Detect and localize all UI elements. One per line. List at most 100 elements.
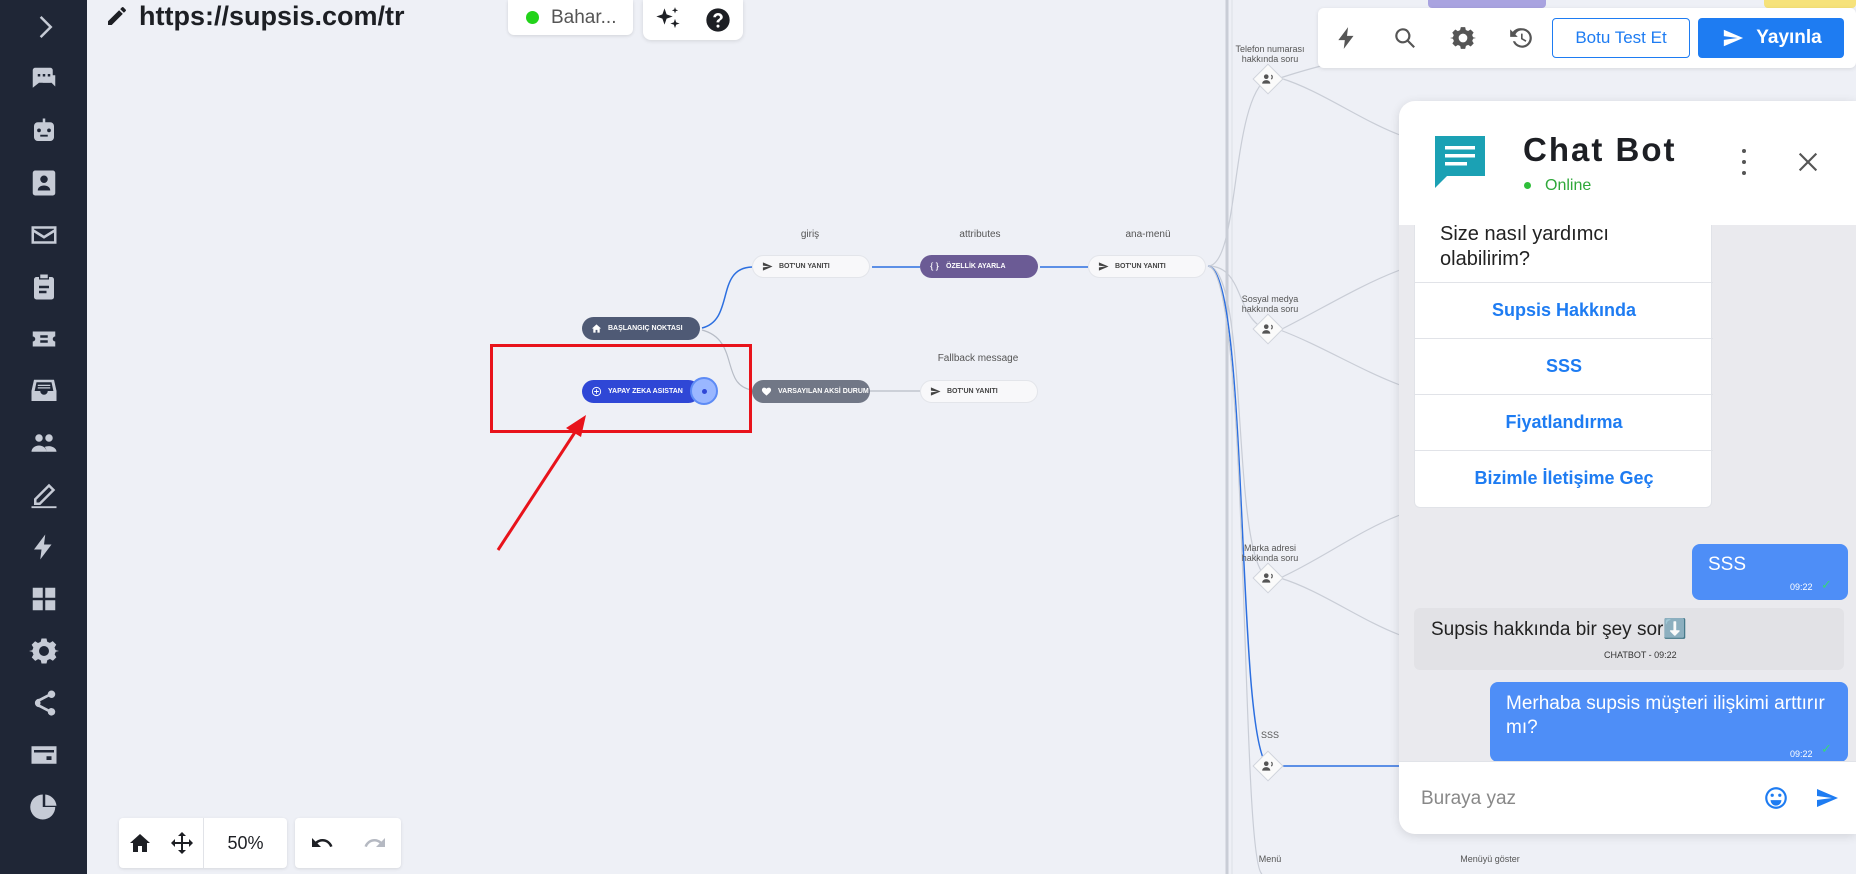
- send-icon: [1098, 262, 1109, 271]
- lightning-icon: [1338, 27, 1354, 49]
- bot-reply-node-1[interactable]: BOT'UN YANITI: [752, 255, 870, 278]
- more-options-icon[interactable]: [1739, 149, 1749, 175]
- reports-icon[interactable]: [0, 785, 87, 829]
- send-icon: [1724, 29, 1744, 47]
- chat-logo-icon: [1435, 136, 1485, 188]
- home-icon: [130, 834, 150, 852]
- page-url-title[interactable]: https://supsis.com/tr: [105, 0, 405, 32]
- environment-selector[interactable]: Bahar...: [508, 0, 633, 35]
- close-icon[interactable]: [1795, 149, 1821, 175]
- user-speak-icon: [1262, 74, 1273, 84]
- pan-button[interactable]: [161, 818, 203, 868]
- set-attribute-node[interactable]: ÖZELLİK AYARLA: [920, 255, 1038, 278]
- start-node[interactable]: BAŞLANGIÇ NOKTASI: [582, 317, 700, 340]
- option-supsis-hakkinda[interactable]: Supsis Hakkında: [1415, 282, 1713, 338]
- inbox-icon[interactable]: [0, 369, 87, 413]
- step-label-fallback: Fallback message: [937, 353, 1019, 364]
- online-status: Online: [1545, 177, 1592, 194]
- chat-messages[interactable]: Size nasıl yardımcı olabilirim? Supsis H…: [1399, 225, 1856, 761]
- message-meta: CHATBOT - 09:22: [1604, 650, 1677, 660]
- expand-chevron-icon[interactable]: [0, 5, 87, 49]
- message-text: Supsis hakkında bir şey sor⬇️: [1431, 619, 1687, 640]
- default-fallback-label: VARSAYILAN AKSİ DURUM: [778, 388, 869, 395]
- history-icon: [1510, 28, 1532, 48]
- user-speak-icon: [1262, 324, 1273, 334]
- option-iletisim[interactable]: Bizimle İletişime Geç: [1415, 450, 1713, 506]
- forms-icon[interactable]: [0, 265, 87, 309]
- branch-label-menu: Menü: [1258, 854, 1282, 864]
- search-button[interactable]: [1376, 8, 1434, 68]
- automation-icon[interactable]: [0, 525, 87, 569]
- top-tab-decoration: [1428, 0, 1546, 8]
- menu-question: Size nasıl yardımcı olabilirim?: [1440, 225, 1609, 270]
- bot-reply-node-2[interactable]: BOT'UN YANITI: [1088, 255, 1206, 278]
- team-icon[interactable]: [0, 421, 87, 465]
- bot-message: Supsis hakkında bir şey sor⬇️ CHATBOT - …: [1414, 608, 1844, 670]
- url-text: https://supsis.com/tr: [139, 0, 405, 31]
- connection-port[interactable]: [690, 377, 718, 405]
- chat-bubbles-icon[interactable]: [0, 57, 87, 101]
- canvas-tools: [643, 0, 743, 40]
- home-button[interactable]: [119, 818, 161, 868]
- emoji-icon[interactable]: [1763, 785, 1789, 811]
- move-icon: [171, 832, 193, 854]
- dashboard-icon[interactable]: [0, 577, 87, 621]
- billing-icon[interactable]: [0, 733, 87, 777]
- test-bot-button[interactable]: Botu Test Et: [1552, 18, 1690, 58]
- search-icon: [1395, 28, 1415, 48]
- step-label-menuyu-goster: Menüyü göster: [1460, 854, 1520, 864]
- top-toolbar: Botu Test Et Yayınla: [1318, 8, 1856, 68]
- undo-button[interactable]: [295, 818, 348, 868]
- mail-icon[interactable]: [0, 213, 87, 257]
- publish-label: Yayınla: [1756, 27, 1822, 48]
- bot-reply-node-3[interactable]: BOT'UN YANITI: [920, 380, 1038, 403]
- undo-icon: [311, 838, 332, 847]
- divider: [203, 818, 204, 868]
- default-fallback-node[interactable]: VARSAYILAN AKSİ DURUM: [752, 380, 870, 403]
- message-text: Merhaba supsis müşteri ilişkimi arttırır…: [1506, 693, 1825, 738]
- environment-label: Bahar...: [551, 6, 617, 28]
- ai-sparkles-icon[interactable]: [654, 6, 682, 34]
- settings-button[interactable]: [1434, 8, 1492, 68]
- help-icon[interactable]: [704, 6, 732, 34]
- user-message: SSS 09:22 ✓: [1692, 544, 1848, 600]
- redo-button[interactable]: [348, 818, 401, 868]
- read-check-icon: ✓: [1821, 741, 1832, 756]
- settings-icon[interactable]: [0, 629, 87, 673]
- bot-icon[interactable]: [0, 109, 87, 153]
- history-button[interactable]: [1492, 8, 1550, 68]
- ai-assistant-label: YAPAY ZEKA ASISTAN: [608, 388, 683, 395]
- menu-card: Size nasıl yardımcı olabilirim? Supsis H…: [1414, 225, 1713, 508]
- lightning-button[interactable]: [1318, 8, 1376, 68]
- branch-label-telefon: Telefon numarası hakkında soru: [1235, 44, 1305, 64]
- top-tab-decoration: [1764, 0, 1856, 8]
- start-node-label: BAŞLANGIÇ NOKTASI: [608, 325, 683, 332]
- branch-label-marka: Marka adresi hakkında soru: [1241, 543, 1299, 563]
- chat-title: Chat Bot: [1523, 131, 1677, 168]
- user-speak-icon: [1262, 761, 1273, 771]
- contacts-icon[interactable]: [0, 161, 87, 205]
- message-input[interactable]: [1421, 782, 1721, 816]
- zoom-level[interactable]: 50%: [227, 832, 264, 853]
- pencil-icon[interactable]: [105, 4, 129, 28]
- share-icon[interactable]: [0, 681, 87, 725]
- send-icon[interactable]: [1813, 786, 1841, 810]
- option-fiyatlandirma[interactable]: Fiyatlandırma: [1415, 394, 1713, 450]
- heart-icon: [761, 387, 772, 396]
- gear-icon: [1450, 27, 1476, 49]
- ai-icon: [591, 386, 602, 397]
- option-sss[interactable]: SSS: [1415, 338, 1713, 394]
- publish-button[interactable]: Yayınla: [1698, 18, 1844, 58]
- status-dot: [526, 11, 539, 24]
- user-message: Merhaba supsis müşteri ilişkimi arttırır…: [1490, 682, 1848, 761]
- history-controls: [295, 818, 401, 868]
- set-attribute-label: ÖZELLİK AYARLA: [946, 263, 1006, 270]
- ai-assistant-node[interactable]: YAPAY ZEKA ASISTAN: [582, 380, 700, 403]
- tickets-icon[interactable]: [0, 317, 87, 361]
- home-icon: [591, 324, 602, 333]
- highlight-annotation: [490, 344, 752, 433]
- user-speak-icon: [1262, 573, 1273, 583]
- bot-reply-label: BOT'UN YANITI: [1115, 263, 1166, 270]
- online-status-dot: [1524, 182, 1531, 189]
